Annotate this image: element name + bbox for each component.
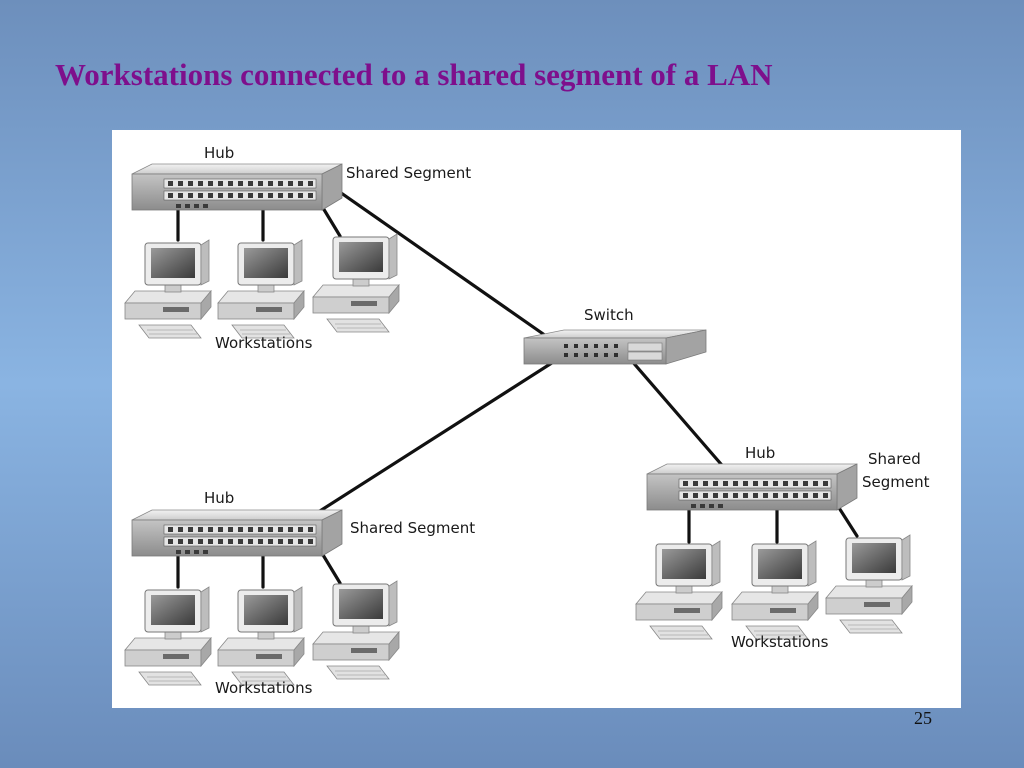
workstations-label: Workstations — [215, 679, 313, 697]
backbone-cable — [285, 350, 571, 534]
shared-segment-label: Shared Segment — [346, 164, 471, 182]
workstations-label: Workstations — [215, 334, 313, 352]
network-diagram: Hub Shared Segment Workstations Switch H… — [112, 130, 961, 708]
workstation — [124, 239, 212, 339]
backbone-cable — [332, 186, 571, 354]
hub-label: Hub — [204, 144, 234, 162]
workstation — [312, 233, 400, 333]
hub-top-left — [131, 163, 343, 211]
hub-right — [646, 463, 858, 511]
hub-label: Hub — [204, 489, 234, 507]
workstation — [731, 540, 819, 640]
workstation — [217, 586, 305, 686]
shared-segment-label: Shared — [868, 450, 921, 468]
workstation — [312, 580, 400, 680]
switch-label: Switch — [584, 306, 634, 324]
slide-title: Workstations connected to a shared segme… — [55, 57, 773, 92]
workstations-label: Workstations — [731, 633, 829, 651]
switch-device — [523, 329, 707, 365]
hub-bottom-left — [131, 509, 343, 557]
hub-label: Hub — [745, 444, 775, 462]
workstation — [217, 239, 305, 339]
shared-segment-label: Shared Segment — [350, 519, 475, 537]
workstation — [825, 534, 913, 634]
workstation — [635, 540, 723, 640]
page-number: 25 — [914, 708, 932, 728]
shared-segment-label: Segment — [862, 473, 930, 491]
workstation — [124, 586, 212, 686]
